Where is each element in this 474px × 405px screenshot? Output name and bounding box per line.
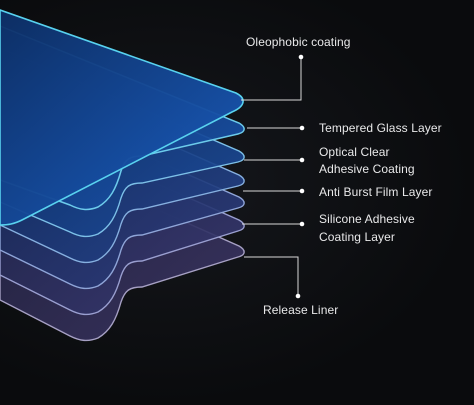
label-optical-clear-line2: Adhesive Coating <box>319 162 415 176</box>
dot-oleophobic <box>298 54 304 60</box>
leader-oleophobic <box>241 57 302 101</box>
label-anti-burst-film-layer: Anti Burst Film Layer <box>319 185 432 199</box>
label-optical-clear-line1: Optical Clear <box>319 145 390 159</box>
label-oleophobic-coating: Oleophobic coating <box>246 35 351 49</box>
label-release-liner: Release Liner <box>263 303 338 317</box>
dot-tempered <box>299 125 305 131</box>
layer-oleophobic-coating <box>0 9 244 226</box>
dot-optical <box>299 157 305 163</box>
dot-release <box>295 293 301 299</box>
leader-lines <box>241 57 302 296</box>
leader-dots <box>295 54 305 299</box>
dot-antiburst <box>299 188 305 194</box>
leader-release <box>244 256 299 296</box>
labels: Oleophobic coating Tempered Glass Layer … <box>246 35 442 317</box>
label-tempered-glass-layer: Tempered Glass Layer <box>319 121 442 135</box>
label-silicone-adhesive-line1: Silicone Adhesive <box>319 212 415 226</box>
layer-stack <box>0 9 245 342</box>
label-silicone-adhesive-line2: Coating Layer <box>319 230 395 244</box>
dot-silicone <box>299 221 305 227</box>
